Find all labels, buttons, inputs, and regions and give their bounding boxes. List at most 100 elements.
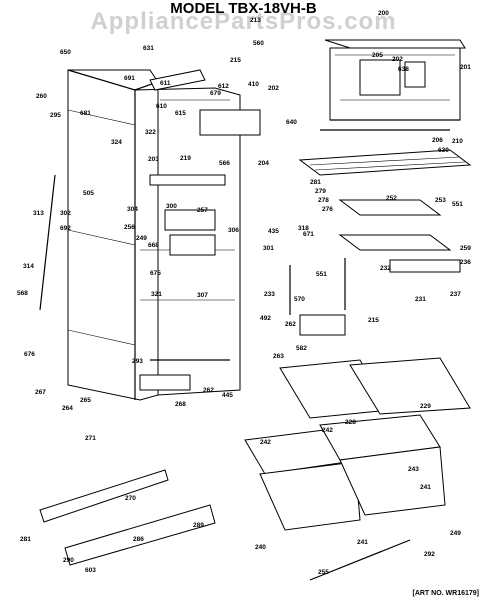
part-label: 200 [378,10,389,17]
part-label: 242 [260,439,271,446]
part-label: 262 [203,387,214,394]
crisper-drawers [244,414,446,531]
part-label: 215 [230,57,241,64]
part-label: 259 [460,245,471,252]
part-label: 551 [316,271,327,278]
part-label: 492 [260,315,271,322]
part-label: 290 [63,557,74,564]
part-label: 610 [156,103,167,110]
diagram-title-row: MODEL TBX-18VH-B [0,0,487,18]
part-label: 582 [296,345,307,352]
part-label: 205 [372,52,383,59]
part-label: 300 [166,203,177,210]
part-label: 612 [218,83,229,90]
part-label: 640 [286,119,297,126]
part-labels: 650 631 213 560 200 215 205 202 638 201 … [17,10,471,576]
part-label: 322 [145,129,156,136]
part-label: 255 [318,569,329,576]
cantilever-shelf-assembly [338,199,461,273]
part-label: 202 [268,85,279,92]
part-label: 306 [228,227,239,234]
part-label: 262 [285,321,296,328]
part-label: 691 [124,75,135,82]
part-label: 204 [258,160,269,167]
part-label: 252 [386,195,397,202]
part-label: 242 [322,427,333,434]
part-label: 551 [452,201,463,208]
part-label: 276 [322,206,333,213]
part-label: 692 [60,225,71,232]
part-label: 267 [35,389,46,396]
part-label: 256 [124,224,135,231]
part-label: 301 [263,245,274,252]
part-label: 560 [253,40,264,47]
part-label: 435 [268,228,279,235]
part-label: 295 [50,112,61,119]
part-label: 231 [415,296,426,303]
part-label: 410 [248,81,259,88]
part-label: 201 [460,64,471,71]
part-label: 249 [450,530,461,537]
door-rails-and-grille [39,469,411,581]
part-label: 307 [197,292,208,299]
part-label: 445 [222,392,233,399]
part-label: 228 [345,419,356,426]
part-label: 568 [17,290,28,297]
part-label: 265 [80,397,91,404]
part-label: 213 [250,17,261,24]
part-label: 270 [125,495,136,502]
part-label: 260 [36,93,47,100]
part-label: 650 [60,49,71,56]
part-label: 668 [148,242,159,249]
part-label: 243 [408,466,419,473]
control-components [39,69,346,391]
part-label: 210 [452,138,463,145]
part-label: 202 [392,56,403,63]
part-label: 304 [127,206,138,213]
part-label: 206 [432,137,443,144]
part-label: 293 [132,358,143,365]
part-label: 676 [24,351,35,358]
part-label: 281 [310,179,321,186]
freezer-shelf [298,149,472,176]
part-label: 324 [111,139,122,146]
part-label: 631 [143,45,154,52]
part-label: 215 [368,317,379,324]
part-label: 271 [85,435,96,442]
part-label: 219 [180,155,191,162]
part-label: 241 [420,484,431,491]
part-label: 257 [197,207,208,214]
art-number: [ART NO. WR16179] [412,590,479,597]
part-label: 264 [62,405,73,412]
part-label: 263 [273,353,284,360]
part-label: 241 [357,539,368,546]
part-label: 681 [80,110,91,117]
part-label: 630 [438,147,449,154]
part-label: 268 [175,401,186,408]
glass-shelves [279,357,471,419]
part-label: 278 [318,197,329,204]
part-label: 570 [294,296,305,303]
part-label: 313 [33,210,44,217]
part-label: 240 [255,544,266,551]
part-label: 638 [398,66,409,73]
part-label: 318 [298,225,309,232]
part-label: 286 [133,536,144,543]
part-label: 233 [264,291,275,298]
part-label: 203 [148,156,159,163]
part-label: 615 [175,110,186,117]
part-label: 671 [303,231,314,238]
part-label: 281 [20,536,31,543]
part-label: 237 [450,291,461,298]
part-label: 292 [424,551,435,558]
part-label: 314 [23,263,34,270]
part-label: 279 [315,188,326,195]
part-label: 232 [380,265,391,272]
part-label: 321 [151,291,162,298]
part-label: 505 [83,190,94,197]
part-label: 679 [210,90,221,97]
part-label: 236 [460,259,471,266]
part-label: 566 [219,160,230,167]
